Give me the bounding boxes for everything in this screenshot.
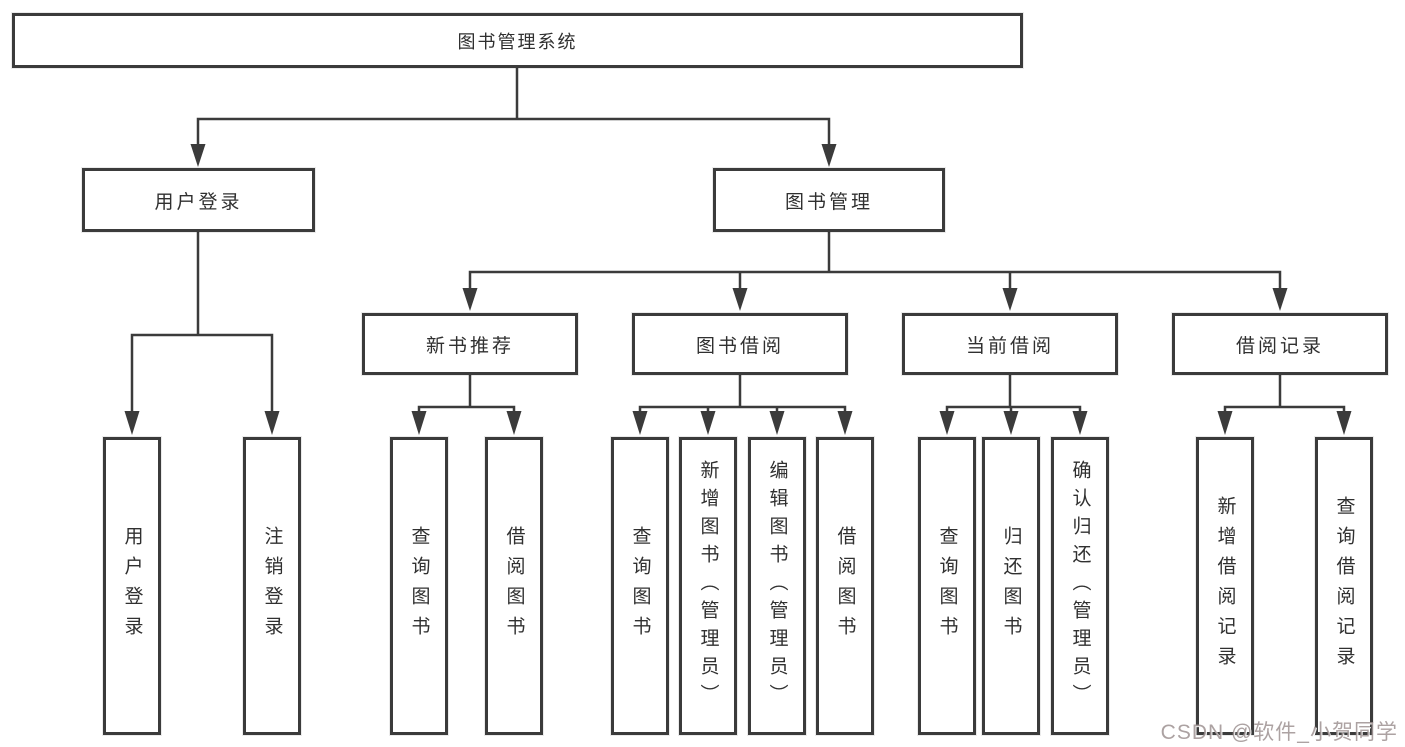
arrow-down-icon: [1217, 411, 1233, 435]
connector-root-to-level2: [196, 68, 831, 146]
leaf-borrow-books-recommend: 借阅图书: [485, 437, 543, 735]
arrow-down-icon: [769, 411, 785, 435]
leaf-user-login: 用户登录: [103, 437, 161, 735]
arrow-down-icon: [837, 411, 853, 435]
leaf-query-books-borrow: 查询图书: [611, 437, 669, 735]
leaf-query-books-recommend: 查询图书: [390, 437, 448, 735]
leaf-edit-books-admin: 编辑图书（管理员）: [748, 437, 806, 735]
leaf-return-books: 归还图书: [982, 437, 1040, 735]
node-current-borrowing: 当前借阅: [902, 313, 1118, 375]
arrow-down-icon: [1072, 411, 1088, 435]
connector-new-book-rec-to-leaves: [417, 375, 516, 412]
node-root-system: 图书管理系统: [12, 13, 1023, 68]
arrow-down-icon: [732, 288, 748, 311]
connector-borrow-records-to-leaves: [1223, 375, 1346, 412]
arrow-down-icon: [1272, 288, 1288, 311]
node-book-borrowing: 图书借阅: [632, 313, 848, 375]
leaf-borrow-books: 借阅图书: [816, 437, 874, 735]
connector-current-borrow-to-leaves: [945, 375, 1082, 412]
arrow-down-icon: [939, 411, 955, 435]
leaf-query-books-current: 查询图书: [918, 437, 976, 735]
arrow-down-icon: [1336, 411, 1352, 435]
leaf-query-borrow-record: 查询借阅记录: [1315, 437, 1373, 735]
csdn-watermark: CSDN @软件_小贺同学: [1160, 721, 1398, 744]
leaf-logout: 注销登录: [243, 437, 301, 735]
node-book-management: 图书管理: [713, 168, 945, 232]
arrow-down-icon: [462, 288, 478, 311]
node-new-book-recommendation: 新书推荐: [362, 313, 578, 375]
arrow-down-icon: [1002, 288, 1018, 311]
connector-book-borrow-to-leaves: [638, 375, 847, 412]
connector-user-login-to-leaves: [130, 232, 274, 412]
arrow-down-icon: [821, 144, 837, 167]
leaf-add-borrow-record: 新增借阅记录: [1196, 437, 1254, 735]
arrow-down-icon: [700, 411, 716, 435]
node-borrowing-records: 借阅记录: [1172, 313, 1388, 375]
arrow-down-icon: [124, 411, 140, 435]
arrow-down-icon: [190, 144, 206, 167]
arrow-down-icon: [506, 411, 522, 435]
arrow-down-icon: [632, 411, 648, 435]
node-user-login: 用户登录: [82, 168, 315, 232]
arrow-down-icon: [264, 411, 280, 435]
leaf-confirm-return-admin: 确认归还（管理员）: [1051, 437, 1109, 735]
arrow-down-icon: [411, 411, 427, 435]
arrow-down-icon: [1003, 411, 1019, 435]
connector-book-mgmt-to-level3: [468, 232, 1282, 290]
leaf-add-books-admin: 新增图书（管理员）: [679, 437, 737, 735]
